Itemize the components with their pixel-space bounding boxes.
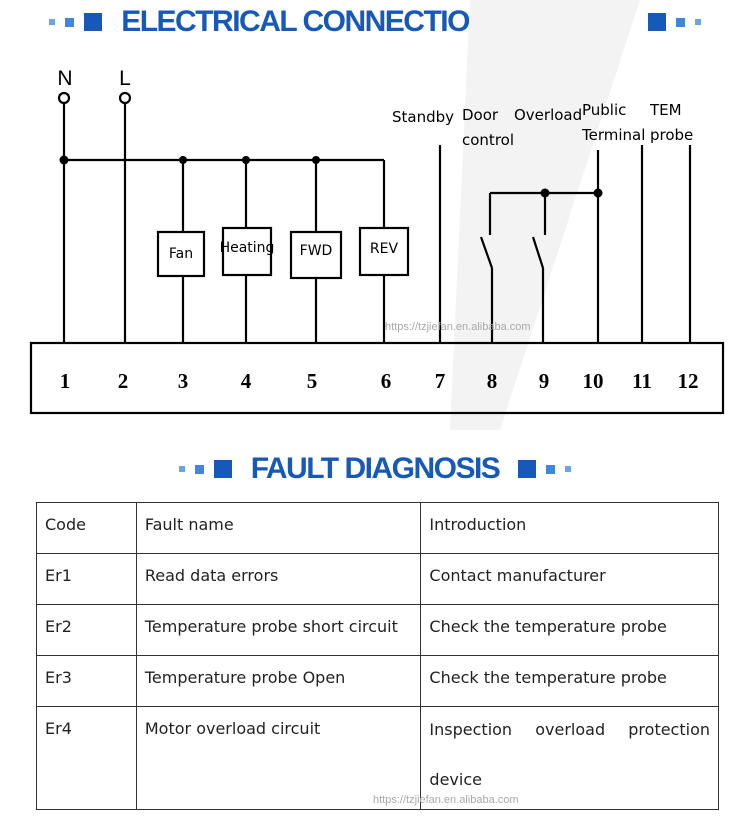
fault-code: Er2 (36, 604, 137, 656)
watermark-url: https://tzjiefan.en.alibaba.com (385, 321, 531, 333)
n-terminal-icon (57, 91, 71, 105)
decor-square-icon (194, 464, 204, 474)
tem-label-line2: probe (650, 126, 693, 144)
fault-table: Code Fault name Introduction Er1 Read da… (36, 502, 719, 810)
decor-square-icon (694, 19, 701, 25)
decor-square-icon (647, 13, 666, 31)
heating-box (221, 226, 273, 277)
decor-square-icon (675, 17, 685, 27)
public-label-line2: Terminal (581, 126, 645, 144)
component-label-heating: Heating (220, 240, 275, 256)
fault-name: Temperature probe short circuit (135, 604, 422, 656)
terminal-number: 2 (118, 369, 129, 393)
fault-header: FAULT DIAGNOSIS (0, 449, 750, 489)
l-terminal-icon (118, 91, 132, 105)
fault-code: Er1 (36, 553, 137, 605)
terminal-number: 3 (178, 369, 189, 393)
fault-intro: Inspection overload protection device (429, 720, 710, 789)
junction-dot-icon (593, 188, 603, 198)
decor-square-icon (565, 466, 572, 472)
decor-square-icon (65, 17, 75, 27)
junction-dot-icon (540, 188, 550, 198)
fault-code: Er4 (36, 706, 137, 810)
table-row: Er3 Temperature probe Open Check the tem… (36, 655, 719, 707)
column-header: Introduction (420, 502, 719, 554)
terminal-number: 4 (241, 369, 252, 393)
door-label-line1: Door (462, 106, 499, 124)
decor-square-icon (518, 460, 537, 478)
junction-dot-icon (242, 156, 250, 164)
decor-square-icon (178, 466, 185, 472)
table-row: Er2 Temperature probe short circuit Chec… (36, 604, 719, 656)
public-label-line1: Public (582, 101, 626, 119)
supply-l-label: L (119, 67, 131, 90)
standby-label: Standby (392, 108, 454, 126)
door-label-line2: control (462, 131, 514, 149)
supply-n-label: N (57, 67, 72, 90)
overload-switch-icon (531, 236, 545, 269)
decor-square-icon (49, 19, 56, 25)
decor-square-icon (546, 464, 556, 474)
fault-intro: Check the temperature probe (420, 604, 719, 656)
fwd-box (289, 230, 343, 280)
fault-intro: Check the temperature probe (420, 655, 719, 707)
terminal-number: 11 (632, 369, 652, 393)
table-header-row: Code Fault name Introduction (36, 502, 719, 554)
fault-name: Read data errors (135, 553, 422, 605)
column-header: Code (36, 502, 137, 554)
component-label-fan: Fan (169, 246, 193, 262)
terminal-number: 8 (487, 369, 498, 393)
wiring-diagram: N L Fan Heating FWD REV Standby Door con… (29, 0, 725, 430)
decor-square-icon (213, 460, 232, 478)
table-row: Er4 Motor overload circuit Inspection ov… (36, 706, 719, 810)
table-row: Er1 Read data errors Contact manufacture… (36, 553, 719, 605)
terminal-number: 7 (435, 369, 446, 393)
column-header: Fault name (135, 502, 422, 554)
fan-box (156, 230, 206, 278)
decor-square-icon (84, 13, 103, 31)
terminal-number: 10 (583, 369, 604, 393)
fault-name: Motor overload circuit (135, 706, 422, 810)
fault-intro-cell: Inspection overload protection device (420, 706, 719, 810)
terminal-block (29, 341, 725, 415)
junction-dot-icon (312, 156, 320, 164)
junction-dot-icon (179, 156, 187, 164)
terminal-number: 9 (539, 369, 550, 393)
fault-name: Temperature probe Open (135, 655, 422, 707)
door-switch-icon (479, 236, 494, 269)
fault-intro: Contact manufacturer (420, 553, 719, 605)
watermark-url: https://tzjiefan.en.alibaba.com (373, 794, 519, 806)
terminal-number: 6 (381, 369, 392, 393)
terminal-number: 5 (307, 369, 318, 393)
component-label-fwd: FWD (300, 243, 333, 259)
component-label-rev: REV (370, 241, 399, 257)
terminal-number: 1 (60, 369, 71, 393)
rev-box (358, 226, 410, 277)
overload-label: Overload (514, 106, 582, 124)
junction-dot-icon (59, 155, 69, 165)
fault-code: Er3 (36, 655, 137, 707)
fault-title: FAULT DIAGNOSIS (250, 452, 501, 485)
terminal-number: 12 (678, 369, 699, 393)
tem-label-line1: TEM (649, 101, 682, 119)
